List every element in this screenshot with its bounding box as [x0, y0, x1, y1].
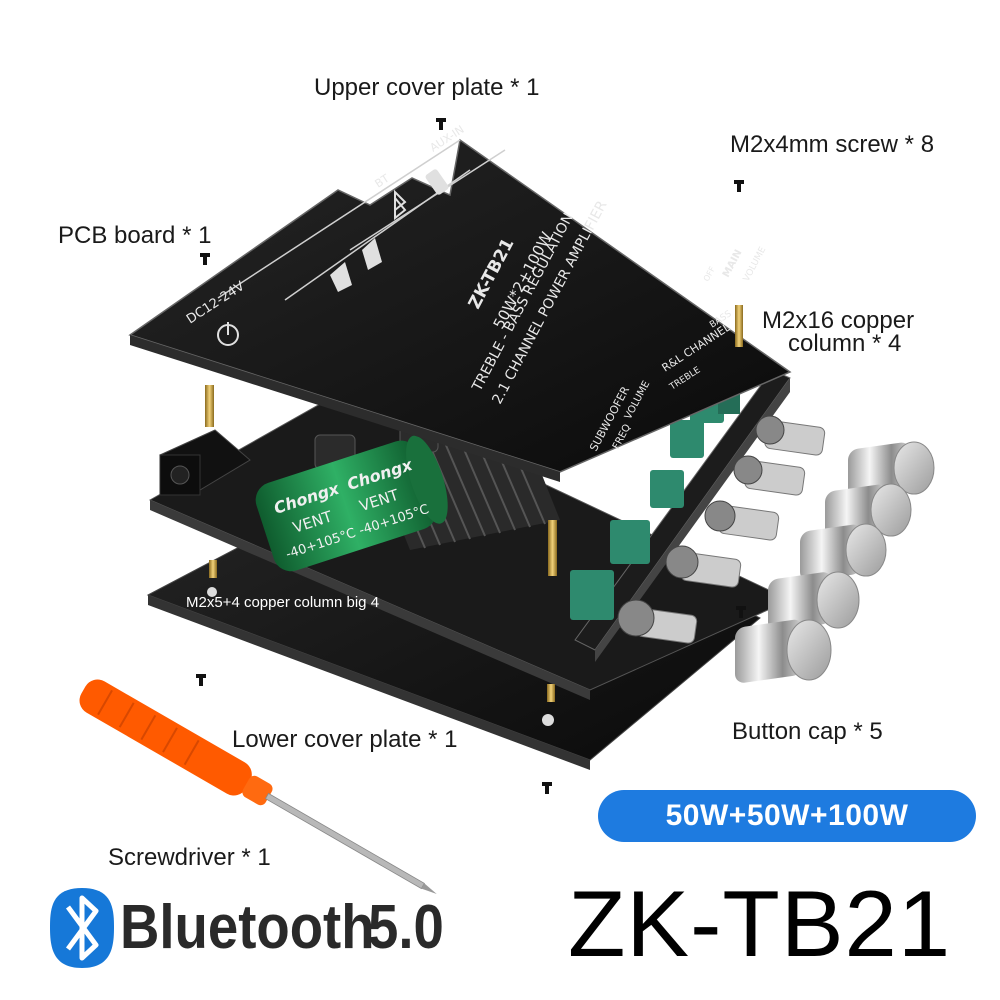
copper-column-icon: [205, 305, 743, 702]
dc-jack-icon: [159, 429, 251, 496]
power-icon: [217, 322, 239, 346]
label-small-column: M2x5+4 copper column big 4: [186, 594, 380, 611]
screwdriver-icon: [79, 679, 437, 894]
control-panel: [570, 369, 826, 662]
upper-cover-plate: DC12-24V BT AUX-IN ZK-TB21 50W*2+100W TR…: [128, 123, 792, 482]
capacitor: Chongx Chongx VENT VENT -40+105°C -40+10…: [255, 435, 448, 572]
label-screwdriver: Screwdriver * 1: [108, 844, 271, 871]
aux-icon: [425, 169, 449, 195]
label-button-cap: Button cap * 5: [732, 718, 883, 745]
label-copper-column-2: column * 4: [788, 330, 902, 357]
speaker-icon: [330, 238, 382, 292]
model-title: ZK-TB21: [568, 871, 952, 976]
board-main: MAIN: [721, 248, 745, 279]
bluetooth-icon: [50, 888, 114, 968]
label-lower-cover: Lower cover plate * 1: [232, 726, 458, 753]
bluetooth-word: Bluetooth: [120, 893, 375, 962]
bluetooth-small-icon: [394, 189, 407, 221]
screw-icon: [196, 118, 746, 794]
board-bt: BT: [373, 172, 392, 191]
board-main-volume: VOLUME: [742, 245, 769, 283]
button-cap-icon: [735, 441, 935, 683]
label-upper-cover: Upper cover plate * 1: [314, 74, 540, 101]
label-pcb: PCB board * 1: [58, 222, 212, 249]
bluetooth-version: 5.0: [368, 893, 444, 962]
power-badge: 50W+50W+100W: [598, 790, 976, 842]
board-off: OFF: [702, 265, 717, 283]
label-screw: M2x4mm screw * 8: [730, 131, 935, 158]
label-copper-column: M2x16 copper: [762, 307, 915, 334]
